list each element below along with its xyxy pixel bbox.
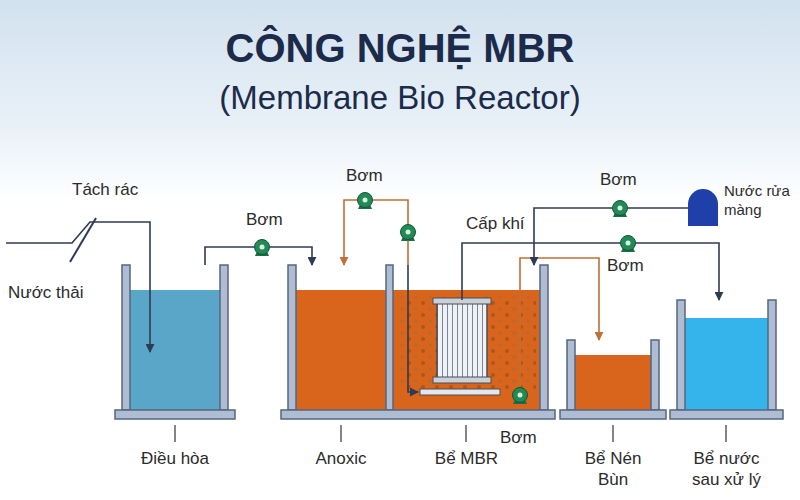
- pump-symbol: [513, 388, 528, 405]
- part-label: Bơm: [246, 210, 283, 230]
- part-label: Bơm: [607, 256, 644, 276]
- tank-label: Bể nước sau xử lý: [681, 448, 773, 491]
- tank: Điều hòa: [130, 265, 220, 410]
- part-label: Tách rác: [72, 180, 138, 200]
- part-label: Bơm: [600, 170, 637, 190]
- leader-tick: [175, 425, 726, 442]
- tank: Bể Nén Bùn: [575, 340, 651, 410]
- water: [685, 318, 768, 410]
- water: [296, 290, 386, 410]
- pump-symbol: [255, 240, 270, 257]
- tank-label: Nước rửa màng: [724, 182, 796, 220]
- tank: Anoxic: [296, 265, 386, 410]
- part-label: Bơm: [500, 428, 537, 448]
- part-label: Bơm: [346, 166, 383, 186]
- air-bubbles: [398, 296, 536, 392]
- bar-screen: [70, 218, 96, 262]
- tank-label: Điều hòa: [141, 448, 209, 469]
- pipe-connector: [344, 200, 408, 265]
- tank: Bể nước sau xử lý: [685, 300, 768, 410]
- tank: Bể MBR: [393, 265, 540, 410]
- tank-walls: [115, 265, 783, 419]
- pump-symbol: [358, 193, 373, 210]
- water: [575, 355, 651, 410]
- air-pipe: [408, 265, 418, 392]
- pump-symbol: [621, 236, 636, 253]
- subtitle: (Membrane Bio Reactor): [0, 78, 800, 118]
- water: [130, 290, 220, 410]
- wash-water-tank: Nước rửa màng: [688, 188, 718, 226]
- pump-symbol: [613, 201, 628, 218]
- wash-water-tank: [688, 189, 718, 226]
- inflow-pipe: [6, 222, 150, 352]
- tank-label: Anoxic: [315, 448, 366, 469]
- tank-label: Bể Nén Bùn: [574, 448, 652, 491]
- membrane-header: [433, 377, 491, 383]
- pipe-connector: [462, 243, 719, 300]
- membrane-module: [437, 300, 487, 380]
- title: CÔNG NGHỆ MBR: [0, 26, 800, 71]
- sludge-pipe: [519, 265, 521, 387]
- part-label: Nước thải: [8, 283, 83, 303]
- pump-symbol: [401, 225, 416, 242]
- pipe-connector: [520, 258, 599, 340]
- air-diffuser: [420, 389, 500, 395]
- part-label: Cấp khí: [466, 214, 525, 234]
- permeate-pipe: [461, 265, 463, 300]
- tank-label: Bể MBR: [435, 448, 498, 469]
